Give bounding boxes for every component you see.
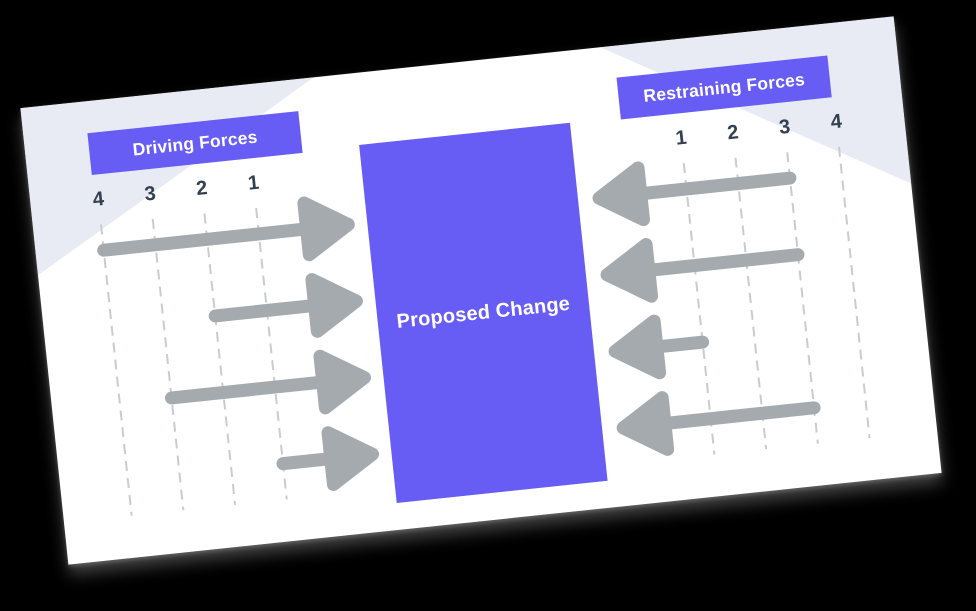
driving-arrow-3-head — [313, 349, 371, 415]
driving-arrows-layer — [97, 196, 380, 491]
restraining-arrow-3-head — [608, 314, 667, 380]
restraining-forces-panel: Restraining Forces 1 2 3 4 — [572, 43, 916, 487]
driving-arrow-1-shaft — [97, 222, 314, 257]
driving-forces-panel: Driving Forces 4 3 2 1 — [47, 98, 391, 542]
restraining-arrow-4-head — [616, 391, 675, 456]
restraining-arrow-2-shaft — [642, 248, 805, 277]
restraining-arrow-1-head — [592, 161, 650, 227]
restraining-arrows-layer — [592, 161, 821, 456]
driving-arrow-2-head — [305, 273, 363, 338]
restraining-arrow-3-shaft — [650, 335, 710, 354]
worksheet-card: Driving Forces 4 3 2 1 Proposed Change R… — [20, 16, 942, 565]
driving-arrow-1-head — [297, 196, 355, 262]
proposed-change-box: Proposed Change — [359, 122, 608, 503]
driving-arrow-2-shaft — [208, 298, 322, 323]
restraining-arrow-1-shaft — [634, 171, 797, 201]
driving-arrow-4-shaft — [276, 452, 338, 471]
driving-arrow-3-shaft — [165, 375, 330, 405]
driving-arrow-4-head — [321, 426, 380, 491]
proposed-change-label: Proposed Change — [395, 292, 572, 333]
restraining-arrow-2-head — [600, 237, 659, 303]
restraining-arrow-4-shaft — [658, 401, 821, 431]
